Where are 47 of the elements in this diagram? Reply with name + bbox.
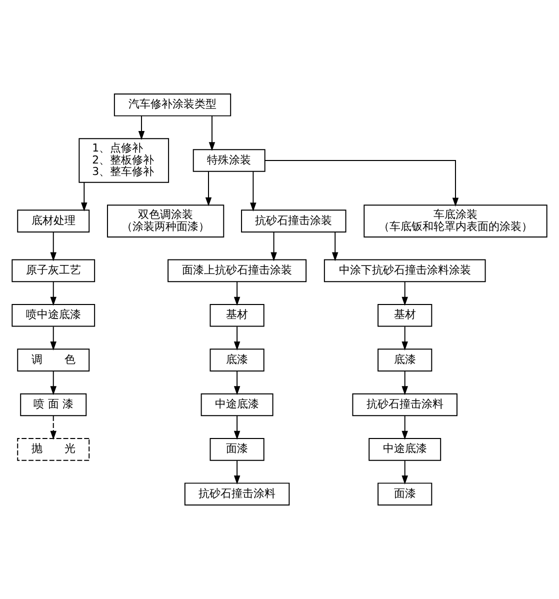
arrow [50,370,56,396]
node-box: 面漆 [378,482,432,506]
node-box: 抛 光 [17,438,90,461]
arrow [402,416,408,440]
node-box: 汽车修补涂装类型 [114,93,232,116]
arrow [234,416,240,440]
arrow [50,326,56,350]
node-box: 底漆 [378,348,432,372]
node-box: 喷 面 漆 [20,393,87,416]
node-box: 中涂下抗砂石撞击涂料涂装 [324,259,486,282]
arrow [234,281,240,306]
arrow [402,326,408,350]
arrow [332,232,338,262]
arrow [270,232,277,262]
node-box: 特殊涂装 [192,149,266,172]
arrow [81,182,88,212]
node-box: 抗砂石撞击涂装 [241,210,346,232]
node-box: 车底涂装 （车底钣和轮罩内表面的涂装） [364,204,548,238]
arrow [402,460,408,484]
arrow [50,416,56,440]
arrow [234,326,240,350]
node-box: 基材 [210,304,264,327]
node-box: 抗砂石撞击涂料 [352,393,458,416]
node-box: 中途底漆 [200,393,274,416]
arrow [208,115,216,152]
arrow [234,370,240,396]
node-box: 调 色 [17,348,90,372]
node-box: 底漆 [210,348,264,372]
node-box: 中途底漆 [368,438,442,461]
arrow [50,281,56,306]
arrow [50,232,56,262]
arrow [205,171,212,206]
arrow [264,160,459,207]
node-box: 基材 [378,304,432,327]
node-box: 底材处理 [17,210,90,232]
node-box: 1、点修补 2、整板修补 3、整车修补 [78,138,170,183]
node-box: 双色调涂装 （涂装两种面漆） [106,204,224,238]
arrow [234,460,240,484]
node-box: 面漆 [210,438,264,461]
node-box: 抗砂石撞击涂料 [184,482,290,506]
arrow [402,281,408,306]
node-box: 原子灰工艺 [12,259,96,282]
node-box: 喷中途底漆 [12,304,96,327]
arrow [402,370,408,396]
arrow [250,171,256,212]
arrow [138,115,145,140]
node-box: 面漆上抗砂石撞击涂装 [168,259,307,282]
